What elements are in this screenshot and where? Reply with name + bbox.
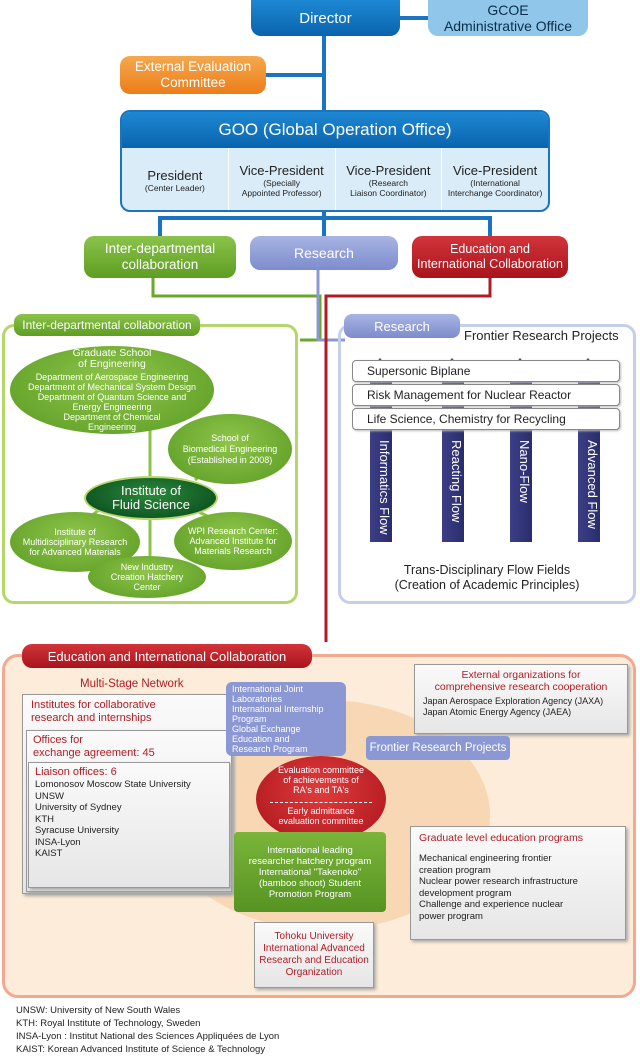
role-title: Vice-President [346,162,431,178]
hatchery-ellipse: New Industry Creation Hatchery Center [88,556,206,598]
liaison-box: Liaison offices: 6 Lomonosov Moscow Stat… [28,762,230,888]
role-title: Vice-President [239,162,324,178]
external-evaluation-box: External Evaluation Committee [120,56,266,94]
frontier-projects-box: Frontier Research Projects [366,736,510,760]
flow-label-1: Informatics Flow [377,440,392,535]
role-sub: (Research Liaison Coordinator) [350,177,427,198]
institutes-label: Institutes for collaborative research an… [31,699,156,724]
goo-role-president: President (Center Leader) [122,148,229,210]
graduate-programs-box: Graduate level education programs Mechan… [410,826,626,940]
wpi-ellipse: WPI Research Center: Advanced Institute … [174,512,292,570]
goo-title: GOO (Global Operation Office) [122,112,548,148]
flow-label-3: Nano-Flow [517,440,532,503]
external-orgs-list: Japan Aerospace Exploration Agency (JAXA… [423,696,604,717]
liaison-list: Lomonosov Moscow State University UNSW U… [35,779,191,859]
flow-bar-1 [370,362,392,542]
goo-role-vp-1: Vice-President (Specially Appointed Prof… [229,148,336,210]
institute-fluid-science-ellipse: Institute of Fluid Science [84,476,218,520]
early-admittance-committee: Early admittance evaluation committee [278,806,364,826]
footnote: KAIST: Korean Advanced Institute of Scie… [16,1044,266,1055]
project-row-1: Supersonic Biplane [352,360,620,382]
graduate-school-ellipse: Graduate School of Engineering Departmen… [10,346,214,434]
goo-role-vp-3: Vice-President (International Interchang… [442,148,548,210]
director-box: Director [251,0,400,36]
project-row-2: Risk Management for Nuclear Reactor [352,384,620,406]
education-panel-tab: Education and International Collaboratio… [22,644,312,668]
role-sub: (International Interchange Coordinator) [447,177,543,198]
multi-stage-network-label: Multi-Stage Network [80,678,184,690]
role-sub: (Specially Appointed Professor) [241,177,322,198]
frontier-title: Frontier Research Projects [464,328,619,343]
evaluation-divider [270,802,372,803]
flow-label-4: Advanced Flow [585,440,600,529]
external-orgs-title: External organizations for comprehensive… [434,669,608,693]
trans-disciplinary-footer: Trans-Disciplinary Flow Fields (Creation… [394,563,580,592]
evaluation-committee: Evaluation committee of achievements of … [277,765,365,795]
offices-label: Offices for exchange agreement: 45 [33,734,155,759]
multidisciplinary-ellipse: Institute of Multidisciplinary Research … [10,512,140,572]
graduate-school-title: Graduate School of Engineering [72,347,152,370]
research-panel [338,324,636,604]
external-orgs-box: External organizations for comprehensive… [414,664,628,734]
graduate-programs-list: Mechanical engineering frontier creation… [419,853,578,922]
research-branch-box: Research [250,236,398,270]
project-label: Life Science, Chemistry for Recycling [367,412,566,426]
leading-program-box: International leading researcher hatcher… [234,832,386,912]
goo-role-vp-2: Vice-President (Research Liaison Coordin… [336,148,443,210]
footnote: KTH: Royal Institute of Technology, Swed… [16,1018,201,1029]
biomedical-ellipse: School of Biomedical Engineering (Establ… [168,414,292,484]
liaison-title: Liaison offices: 6 [35,766,117,778]
project-label: Supersonic Biplane [367,364,471,378]
tohoku-box: Tohoku University International Advanced… [254,922,374,988]
project-label: Risk Management for Nuclear Reactor [367,388,572,402]
interdept-branch-box: Inter-departmental collaboration [84,236,236,278]
graduate-school-depts: Department of Aerospace Engineering Depa… [27,372,197,432]
role-title: President [147,167,203,183]
flow-bar-3 [510,362,532,542]
flow-bar-4 [578,362,600,542]
research-panel-tab: Research [344,314,460,338]
footnote: INSA-Lyon : Institut National des Scienc… [16,1031,280,1042]
footnote: UNSW: University of New South Wales [16,1005,181,1016]
role-sub: (Center Leader) [144,182,205,193]
flow-label-2: Reacting Flow [449,440,464,523]
interdept-panel-tab: Inter-departmental collaboration [14,314,200,336]
joint-labs-box: International Joint Laboratories Interna… [226,682,346,756]
gcoe-office-box: GCOE Administrative Office [428,0,588,36]
footnotes: UNSW: University of New South Wales KTH:… [16,1004,576,1056]
goo-box: GOO (Global Operation Office) President … [120,110,550,212]
project-row-3: Life Science, Chemistry for Recycling [352,408,620,430]
evaluation-circle [256,756,386,842]
graduate-programs-title: Graduate level education programs [419,832,584,844]
role-title: Vice-President [452,162,538,178]
flow-bar-2 [442,362,464,542]
education-branch-box: Education and International Collaboratio… [412,236,568,278]
